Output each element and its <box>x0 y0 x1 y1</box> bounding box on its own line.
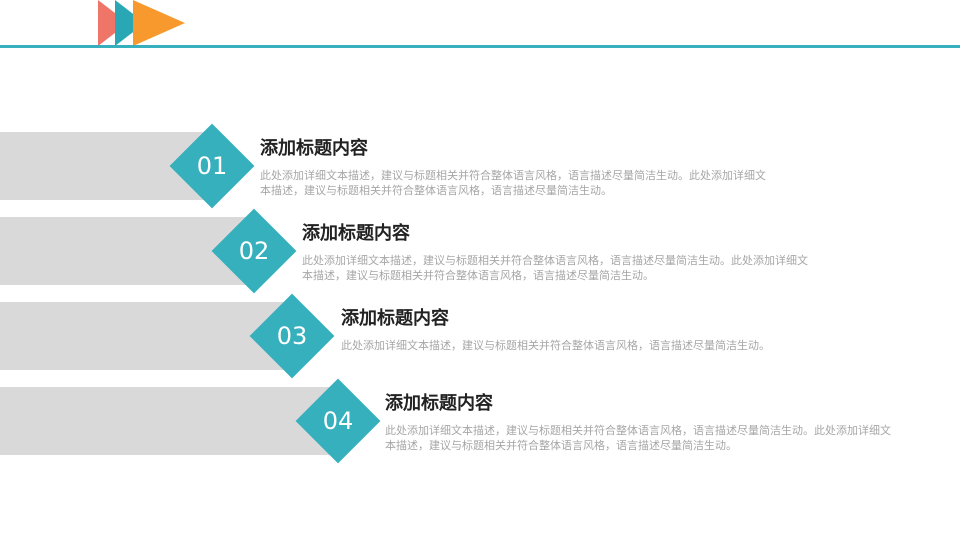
item-2-number: 02 <box>238 237 270 265</box>
item-4-band <box>0 387 338 455</box>
item-4-description: 此处添加详细文本描述，建议与标题相关并符合整体语言风格，语言描述尽量简洁生动。此… <box>385 424 891 452</box>
item-2-description: 此处添加详细文本描述，建议与标题相关并符合整体语言风格，语言描述尽量简洁生动。此… <box>302 254 808 282</box>
item-1-number: 01 <box>196 152 228 180</box>
item-2-title: 添加标题内容 <box>302 223 410 244</box>
item-1-title: 添加标题内容 <box>260 138 368 159</box>
orange-flag-shape <box>133 0 185 46</box>
item-3-number: 03 <box>276 322 308 350</box>
item-3-title: 添加标题内容 <box>341 308 449 329</box>
item-4-number: 04 <box>322 407 354 435</box>
item-3-description: 此处添加详细文本描述，建议与标题相关并符合整体语言风格，语言描述尽量简洁生动。 <box>341 339 770 352</box>
item-3-band <box>0 302 292 370</box>
item-4-title: 添加标题内容 <box>385 393 493 414</box>
item-1-description: 此处添加详细文本描述，建议与标题相关并符合整体语言风格，语言描述尽量简洁生动。此… <box>260 169 766 197</box>
header-divider-line <box>0 45 960 48</box>
